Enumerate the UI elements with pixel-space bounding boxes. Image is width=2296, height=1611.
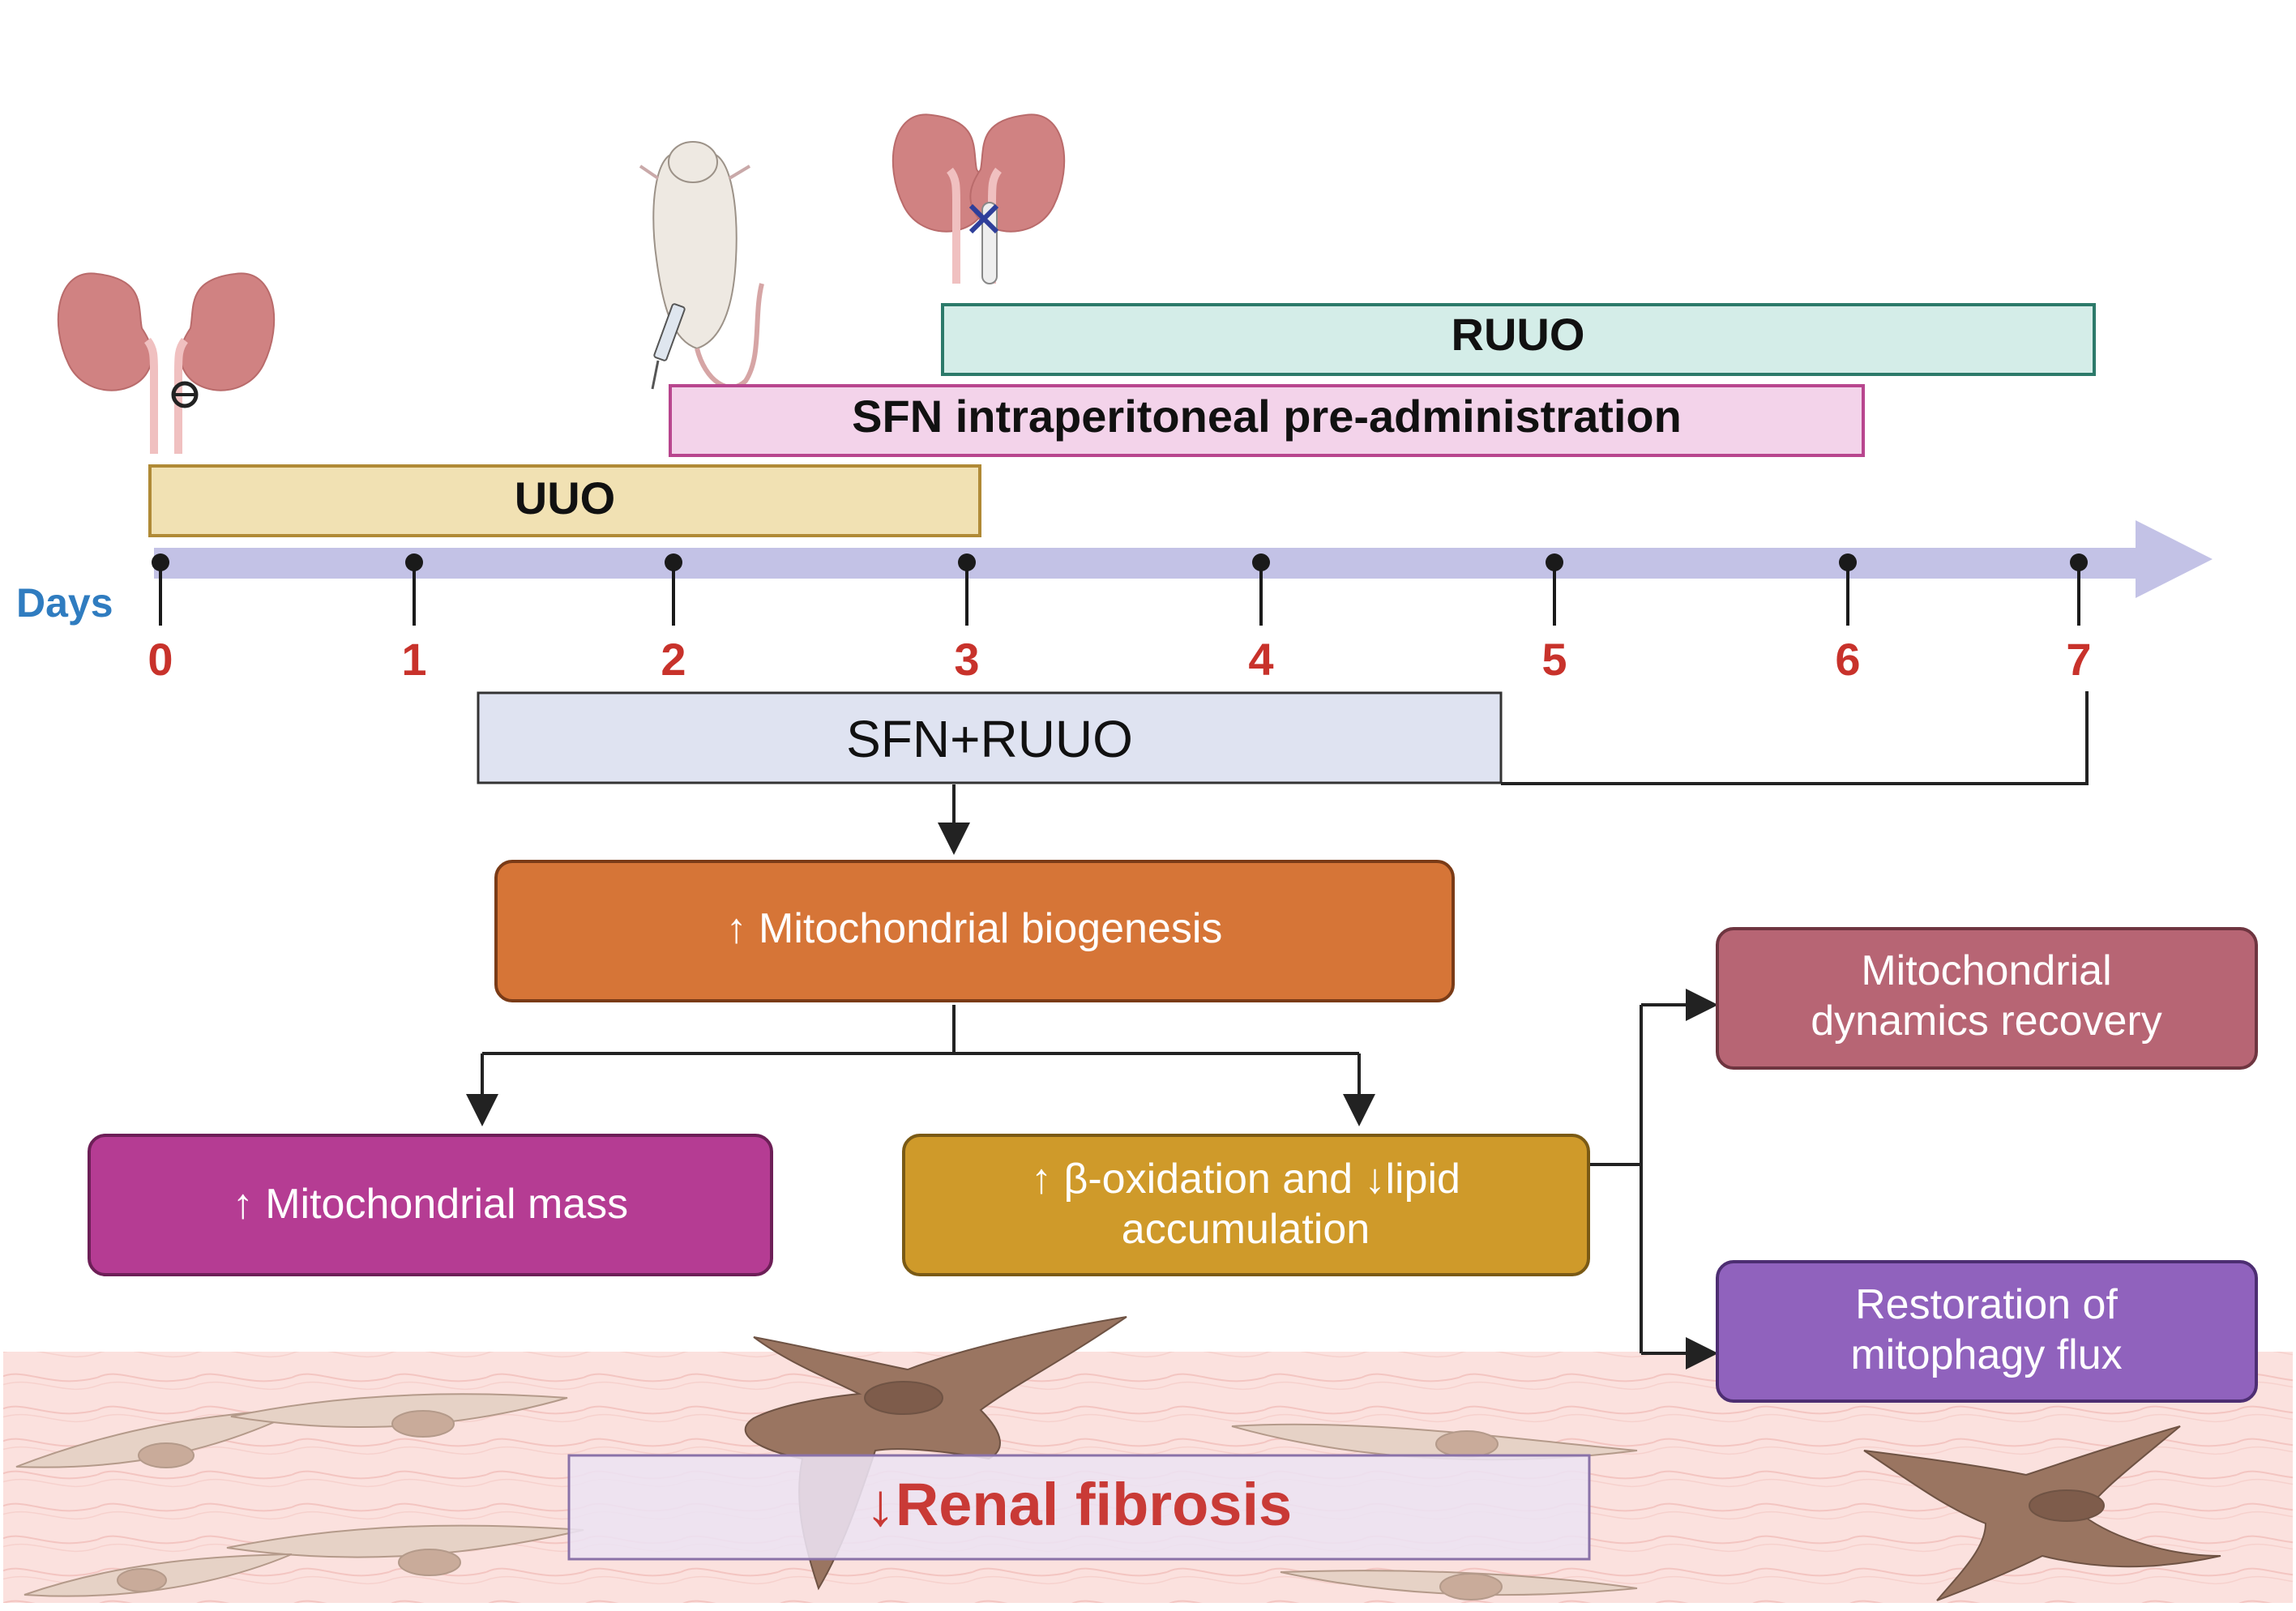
fibroblast-icon (15, 1393, 1638, 1600)
day-label: 2 (661, 634, 686, 685)
syringe-icon (651, 303, 686, 390)
day-label: 1 (401, 634, 426, 685)
sfn-label: SFN intraperitoneal pre-administration (852, 391, 1682, 442)
days-axis-label: Days (16, 580, 113, 626)
day-label: 0 (148, 634, 173, 685)
mouse-icon (639, 141, 764, 390)
day-label: 3 (954, 634, 979, 685)
outcome-line: ↑ β-oxidation and ↓lipid (1031, 1156, 1460, 1203)
sfn-bar: SFN intraperitoneal pre-administration (669, 384, 1865, 457)
biogenesis-text: ↑ Mitochondrial biogenesis (726, 905, 1223, 952)
day-label: 5 (1541, 634, 1567, 685)
mitochondrial-biogenesis-box: ↑ Mitochondrial biogenesis (494, 860, 1455, 1002)
outcome-line: mitophagy flux (1850, 1331, 2122, 1378)
day7-bracket (1501, 691, 2089, 785)
outcome-line: Restoration of (1855, 1281, 2118, 1328)
outcome-line: accumulation (1122, 1206, 1370, 1253)
mass-text: ↑ Mitochondrial mass (233, 1181, 628, 1228)
timeline-ticks: 0 1 2 3 4 5 6 7 (148, 553, 2092, 685)
timeline: Days 0 1 2 3 4 5 6 7 (16, 520, 2213, 685)
kidney-icon (57, 272, 276, 454)
day-label: 4 (1248, 634, 1273, 685)
ruuo-bar: RUUO (941, 303, 2096, 376)
outcome-line: ↑ Mitochondrial biogenesis (726, 905, 1223, 952)
clamp-icon (968, 202, 999, 284)
uuo-label: UUO (515, 472, 615, 523)
outcome-line: dynamics recovery (1811, 998, 2161, 1045)
outcome-line: Mitochondrial (1861, 947, 2111, 994)
renal-fibrosis-box: ↓Renal fibrosis (567, 1454, 1591, 1561)
ruuo-label: RUUO (1452, 309, 1585, 360)
sfn-ruuo-box: SFN+RUUO (477, 691, 1503, 784)
day-label: 6 (1835, 634, 1860, 685)
connector-arrows (466, 784, 1718, 1370)
mitochondrial-mass-box: ↑ Mitochondrial mass (88, 1134, 773, 1276)
renal-fibrosis-text: ↓Renal fibrosis (866, 1471, 1292, 1538)
outcome-line: ↑ Mitochondrial mass (233, 1181, 628, 1228)
suture-icon (171, 381, 199, 408)
sfn-ruuo-label: SFN+RUUO (846, 710, 1133, 768)
kidney-icon (891, 113, 1066, 284)
day-label: 7 (2066, 634, 2091, 685)
uuo-bar: UUO (148, 464, 981, 537)
